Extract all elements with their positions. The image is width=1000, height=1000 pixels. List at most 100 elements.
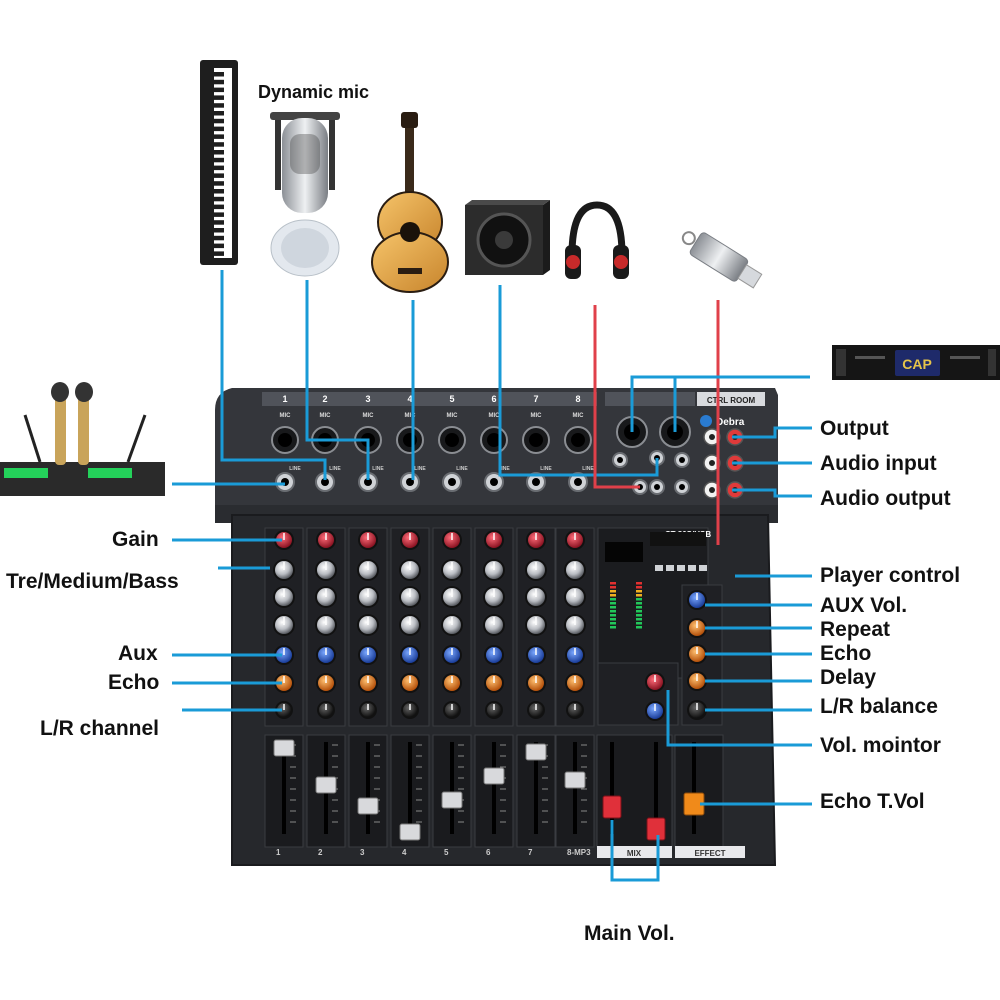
fader-label: 3 [360, 848, 365, 857]
label-echo-right: Echo [820, 642, 872, 665]
treble-knob [315, 559, 337, 581]
treble-knob [357, 559, 379, 581]
vu-led [610, 594, 616, 597]
connection-lines [172, 270, 812, 882]
vu-led [610, 586, 616, 589]
mix-label: MIX [627, 849, 642, 858]
fader-track [610, 742, 614, 834]
main-volume-fader-knob [602, 795, 622, 819]
channel-fader-knob [315, 776, 337, 794]
pan-knob [443, 701, 461, 719]
fader-label: 5 [444, 848, 449, 857]
fader-label: 7 [528, 848, 533, 857]
bass-knob [399, 614, 421, 636]
fader-label: 1 [276, 848, 281, 857]
player-button [699, 565, 707, 571]
aux-knob [565, 645, 585, 665]
mid-knob [441, 586, 463, 608]
fader-track [366, 742, 370, 834]
mic-label: MIC [405, 413, 417, 419]
channel-number: 7 [533, 394, 538, 404]
player-button [688, 565, 696, 571]
vu-led [610, 590, 616, 593]
pointer-vol-monitor [666, 690, 812, 747]
fader-track [282, 742, 286, 834]
mic-label: MIC [280, 413, 292, 419]
mic-label: MIC [489, 413, 501, 419]
gain-knob [565, 530, 585, 550]
effect-fader-section [674, 734, 724, 848]
connector-line-headphones [593, 305, 640, 489]
vu-led [610, 614, 616, 617]
line-label: LINE [329, 466, 341, 472]
channel-fader-knob [483, 767, 505, 785]
echo-knob [526, 673, 546, 693]
effect-label-plate [675, 846, 745, 858]
gain-knob [526, 530, 546, 550]
vu-led [636, 606, 642, 609]
label-aux-vol: AUX Vol. [820, 594, 908, 617]
label-aux: Aux [118, 642, 158, 665]
channel-number: 4 [407, 394, 412, 404]
speaker-icon [465, 200, 550, 275]
bass-knob [441, 614, 463, 636]
gain-knob [400, 530, 420, 550]
fader-track [654, 742, 658, 834]
vu-led [610, 598, 616, 601]
repeat-knob [687, 618, 707, 638]
label-dynamic-mic: Dynamic mic [258, 82, 370, 102]
svg-text:CTRL ROOM: CTRL ROOM [707, 396, 756, 405]
gain-knob [358, 530, 378, 550]
channel-number: 3 [365, 394, 370, 404]
fader-track [450, 742, 454, 834]
player-button [677, 565, 685, 571]
mix-label-plate [597, 846, 672, 858]
channel-fader-knob [525, 743, 547, 761]
brand-name: Debra [716, 417, 745, 428]
vu-led [610, 622, 616, 625]
pan-knob [359, 701, 377, 719]
echo-knob [400, 673, 420, 693]
effect-label: EFFECT [694, 849, 725, 858]
aux-knob [442, 645, 462, 665]
pointer-main-vol [610, 820, 660, 882]
echo-knob [316, 673, 336, 693]
echo-effect-knob [687, 644, 707, 664]
player-button [666, 565, 674, 571]
monitor-volume-knob [645, 672, 665, 692]
line-label: LINE [372, 466, 384, 472]
channel-fader-knob [564, 771, 586, 789]
bass-knob [357, 614, 379, 636]
vu-led [636, 590, 642, 593]
usb-stick-icon [681, 231, 763, 289]
headphones-icon [565, 201, 629, 279]
mic-label: MIC [573, 413, 585, 419]
label-main-vol: Main Vol. [584, 922, 675, 945]
connector-line-keyboard [220, 270, 327, 480]
pan-knob [275, 701, 293, 719]
vu-led [610, 610, 616, 613]
aux-knob [400, 645, 420, 665]
gain-knob [442, 530, 462, 550]
aux-knob [274, 645, 294, 665]
echo-knob [274, 673, 294, 693]
connector-line-amplifier [630, 375, 810, 432]
gain-knob [274, 530, 294, 550]
echo-knob [442, 673, 462, 693]
treble-knob [399, 559, 421, 581]
keyboard-icon [200, 60, 238, 265]
fader-track [534, 742, 538, 834]
wireless-mic-receiver-icon [0, 382, 165, 496]
mic-label: MIC [320, 413, 332, 419]
pointer-output [732, 426, 812, 439]
vu-led [636, 626, 642, 629]
label-player-control: Player control [820, 564, 961, 587]
treble-knob [564, 559, 586, 581]
pan-knob [485, 701, 503, 719]
mid-knob [399, 586, 421, 608]
vu-led [636, 610, 642, 613]
vu-led [636, 594, 642, 597]
gain-knob [316, 530, 336, 550]
vu-led [636, 582, 642, 585]
bass-knob [483, 614, 505, 636]
